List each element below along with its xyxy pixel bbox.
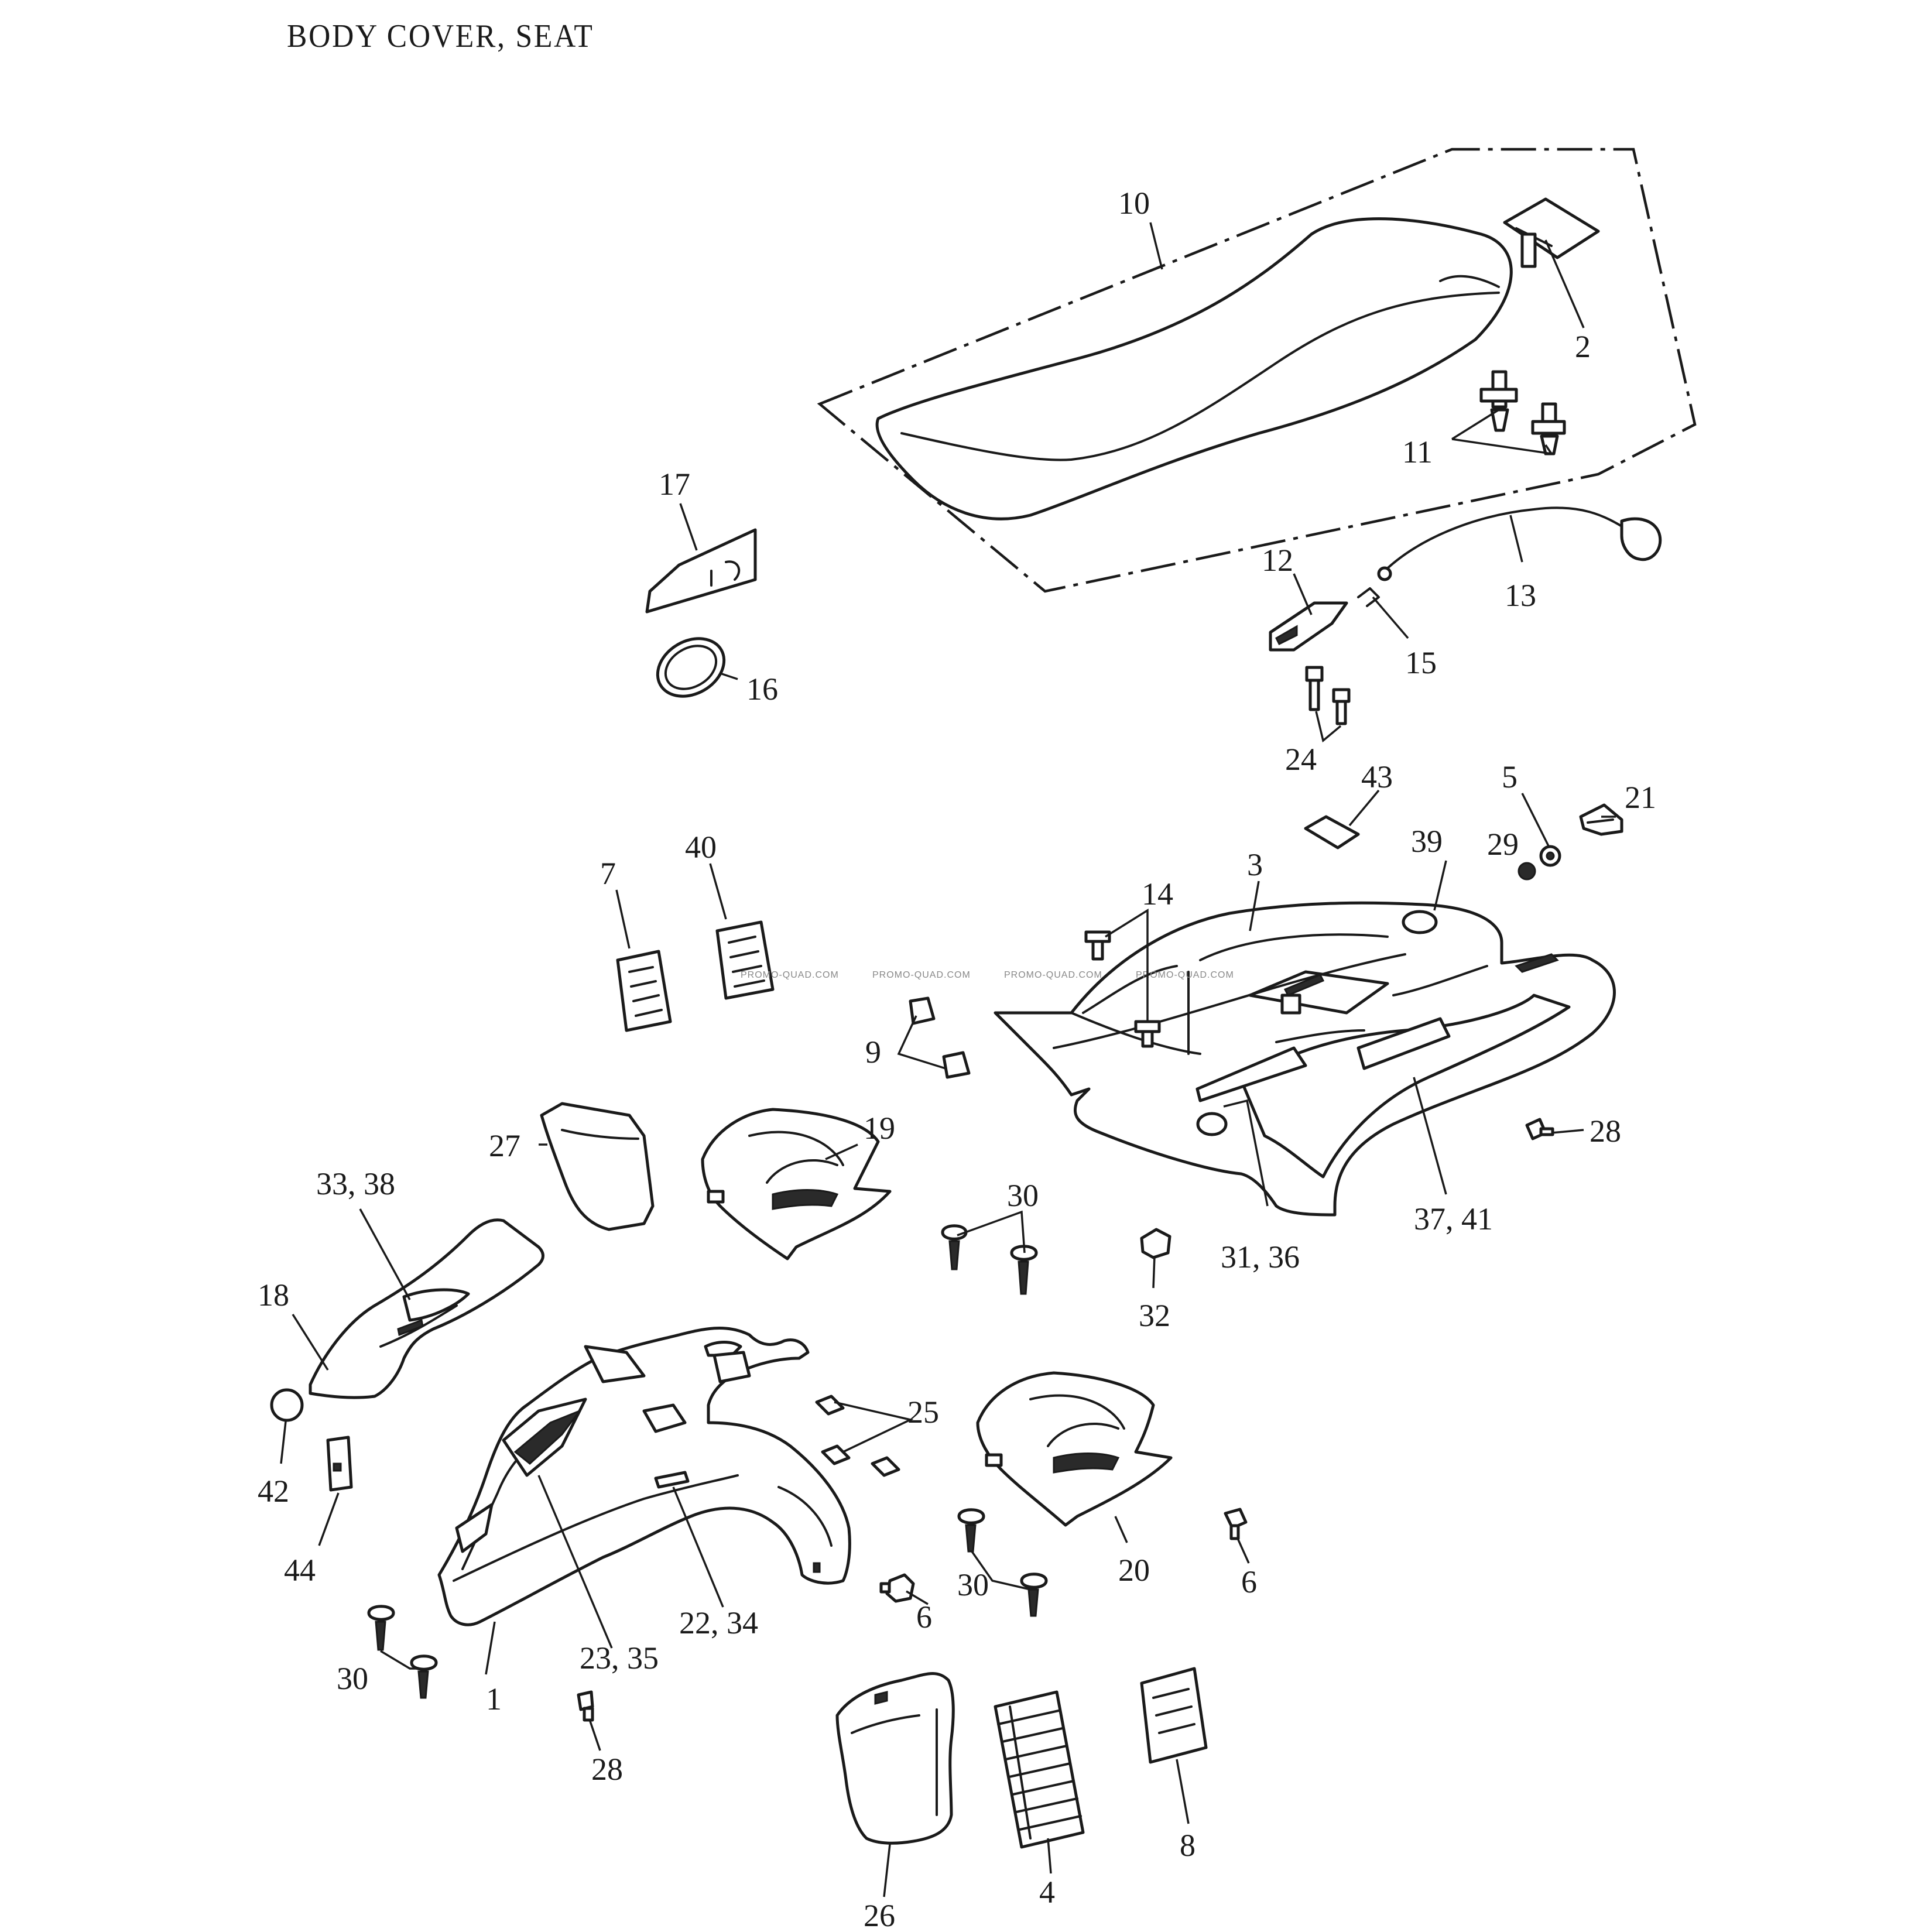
callout-23-35: 23, 35 <box>580 1640 659 1676</box>
clip-part-14a <box>1084 930 1111 961</box>
callout-12: 12 <box>1262 543 1293 578</box>
callout-31-36: 31, 36 <box>1221 1239 1300 1275</box>
callout-39: 39 <box>1411 824 1443 859</box>
callout-21: 21 <box>1625 780 1656 815</box>
seat-assembly-boundary <box>817 148 1697 593</box>
callout-29: 29 <box>1487 827 1519 862</box>
clip-part-14b <box>1134 1020 1161 1048</box>
seat-damper-part-a <box>1479 370 1518 432</box>
callout-43: 43 <box>1361 759 1393 794</box>
grommet-part-6a <box>879 1573 915 1603</box>
front-panel-part <box>540 1102 655 1231</box>
label-part-7 <box>616 950 672 1032</box>
watermark-text-4: PROMO-QUAD.COM <box>1136 970 1234 980</box>
callout-44: 44 <box>284 1553 316 1588</box>
callout-11: 11 <box>1402 434 1433 470</box>
screw-part-30f <box>410 1654 438 1699</box>
clip-part-25a <box>815 1395 845 1416</box>
callout-19: 19 <box>864 1111 895 1146</box>
grommet-part-6b <box>1224 1508 1248 1540</box>
screw-part-30c <box>957 1508 985 1553</box>
callout-13: 13 <box>1505 578 1536 613</box>
footrest-panel-part-20 <box>976 1371 1173 1527</box>
callout-40: 40 <box>685 830 717 865</box>
clip-part-25c <box>871 1456 900 1477</box>
callout-6b: 6 <box>1241 1564 1257 1599</box>
washer-part <box>1539 845 1561 867</box>
leader-lines <box>280 222 1616 1897</box>
footrest-panel-part-19 <box>701 1108 892 1260</box>
callout-labels: 10 2 11 13 12 15 17 16 24 43 5 21 29 39 … <box>258 186 1656 1932</box>
callout-20: 20 <box>1118 1553 1150 1588</box>
emblem-part <box>645 528 757 614</box>
screw-part-30b <box>1010 1245 1038 1295</box>
callout-28b: 28 <box>591 1752 623 1787</box>
clip-part-9b <box>942 1051 971 1079</box>
bolt-part-28a <box>1525 1118 1554 1140</box>
callout-14: 14 <box>1142 876 1173 912</box>
label-part-8 <box>1140 1667 1208 1764</box>
callout-6a: 6 <box>916 1599 932 1635</box>
ring-part <box>656 637 726 698</box>
callout-42: 42 <box>258 1474 289 1509</box>
callout-37-41: 37, 41 <box>1414 1201 1493 1236</box>
seat-damper-part-b <box>1531 402 1566 455</box>
callout-5: 5 <box>1502 759 1517 794</box>
watermark-strip: PROMO-QUAD.COM PROMO-QUAD.COM PROMO-QUAD… <box>741 970 1234 980</box>
plate-part <box>1304 815 1360 849</box>
callout-25: 25 <box>907 1395 939 1430</box>
callout-7: 7 <box>600 856 616 891</box>
seat-lock-part <box>1269 601 1348 652</box>
round-cap-part <box>270 1388 304 1422</box>
seat-bracket-part <box>1503 197 1600 268</box>
callout-10: 10 <box>1118 186 1150 221</box>
callout-3: 3 <box>1247 847 1263 882</box>
seat-lock-cable-part <box>1377 506 1662 581</box>
callout-1: 1 <box>486 1681 502 1717</box>
callout-9: 9 <box>865 1034 881 1070</box>
callout-17: 17 <box>659 467 690 502</box>
callout-15: 15 <box>1405 645 1437 680</box>
callout-16: 16 <box>746 672 778 707</box>
mud-flap-part <box>835 1671 955 1845</box>
small-bracket-part <box>326 1436 353 1492</box>
clip-part-21 <box>1579 803 1623 836</box>
callout-30c: 30 <box>337 1661 368 1696</box>
rear-fender-part <box>994 901 1616 1217</box>
screw-part-30e <box>367 1605 395 1651</box>
diagram-title: BODY COVER, SEAT <box>287 18 594 54</box>
callout-2: 2 <box>1575 329 1591 364</box>
screw-part-30d <box>1020 1573 1048 1617</box>
callout-30b: 30 <box>957 1567 989 1602</box>
callout-24: 24 <box>1285 742 1317 777</box>
callout-27: 27 <box>489 1128 520 1163</box>
callout-8: 8 <box>1180 1828 1195 1863</box>
front-cover-part <box>309 1218 544 1399</box>
bolt-part-24b <box>1332 688 1351 725</box>
callout-32: 32 <box>1139 1298 1170 1333</box>
callout-26: 26 <box>864 1898 895 1932</box>
front-fender-part <box>437 1326 851 1626</box>
bolt-part-28b <box>577 1690 594 1722</box>
watermark-text-1: PROMO-QUAD.COM <box>741 970 839 980</box>
callout-33-38: 33, 38 <box>316 1166 395 1201</box>
screw-part-30a <box>941 1224 968 1270</box>
bolt-part-24a <box>1305 666 1324 711</box>
decal-strip-part <box>994 1690 1085 1849</box>
seat-part <box>875 217 1513 520</box>
clip-part <box>1357 587 1380 607</box>
nut-part <box>1517 862 1536 881</box>
callout-28a: 28 <box>1590 1114 1621 1149</box>
label-part-40 <box>715 920 775 1000</box>
watermark-text-2: PROMO-QUAD.COM <box>872 970 971 980</box>
callout-4: 4 <box>1039 1875 1055 1910</box>
callout-18: 18 <box>258 1277 289 1313</box>
watermark-text-3: PROMO-QUAD.COM <box>1004 970 1102 980</box>
callout-22-34: 22, 34 <box>679 1605 758 1640</box>
callout-30a: 30 <box>1007 1178 1039 1213</box>
grommet-part-32 <box>1140 1228 1171 1259</box>
clip-part-25b <box>821 1444 851 1465</box>
